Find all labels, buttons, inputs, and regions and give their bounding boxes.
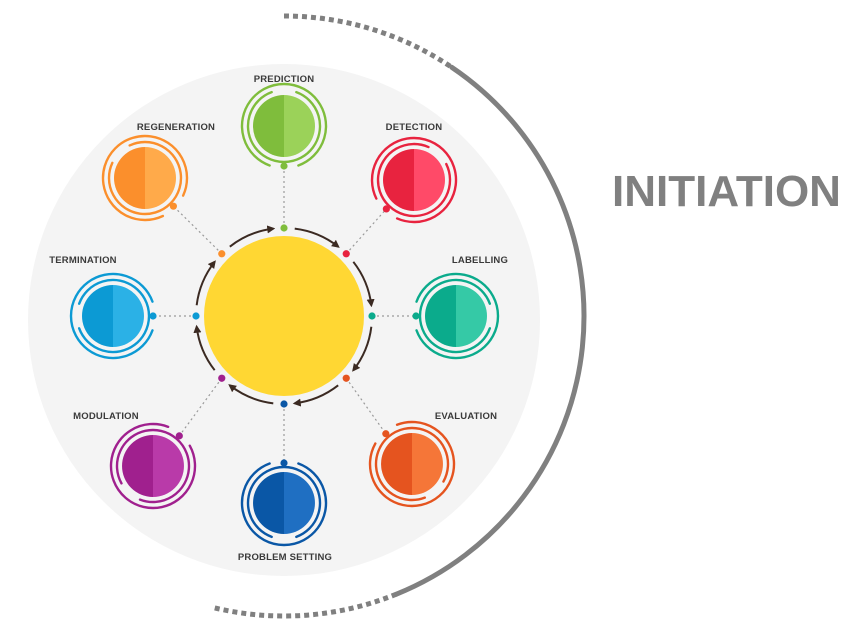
node-ring-outer (240, 82, 328, 167)
node-disc-left (122, 435, 153, 497)
node-ring-inner (107, 140, 183, 216)
node-ring-outer (240, 462, 328, 547)
node-disc-left (253, 95, 284, 157)
connector-detection (345, 208, 387, 255)
node-disc-right (456, 285, 487, 347)
node-disc-right (113, 285, 144, 347)
arc-dotted-bottom (210, 591, 398, 619)
node-ring-inner (374, 426, 450, 502)
node-ring-outer (109, 422, 197, 510)
anchor-dot-labelling (368, 312, 376, 320)
label-prediction: PREDICTION (254, 74, 315, 85)
label-problem-setting: PROBLEM SETTING (238, 552, 332, 563)
node-ring-inner (115, 428, 191, 504)
anchor-dot-modulation (218, 374, 226, 382)
node-ring-inner (246, 90, 322, 164)
connectors (149, 162, 420, 467)
cycle-arrow (193, 324, 216, 371)
node-dot-termination (149, 312, 157, 320)
node-ring-inner (246, 465, 322, 539)
cycle-arrow (195, 260, 216, 306)
node-ring-outer (370, 136, 458, 224)
arc-dotted-top (283, 13, 454, 70)
label-detection: DETECTION (386, 122, 443, 133)
cycle-arrow (228, 384, 274, 405)
node-prediction (240, 82, 328, 167)
node-ring-outer (368, 420, 456, 508)
node-disc-right (414, 149, 445, 211)
anchor-dot-prediction (280, 224, 288, 232)
node-ring-outer (101, 134, 189, 222)
label-labelling: LABELLING (452, 255, 508, 266)
stage-nodes: PREDICTION DETECTION LABELLING EVALUATION PR… (49, 74, 508, 563)
node-disc-right (412, 433, 443, 495)
node-disc-left (381, 433, 412, 495)
connector-regeneration (172, 205, 223, 255)
node-labelling (415, 272, 500, 360)
anchor-dot-problem-setting (280, 400, 288, 408)
node-disc-left (82, 285, 113, 347)
cycle-arrow (294, 227, 340, 248)
label-evaluation: EVALUATION (435, 411, 497, 422)
arc-solid (393, 64, 587, 597)
node-regeneration (101, 134, 189, 222)
node-dot-regeneration (169, 202, 177, 210)
node-disc-left (425, 285, 456, 347)
cycle-arrow (229, 225, 276, 248)
node-disc-right (284, 95, 315, 157)
cycle-arrows (193, 225, 375, 407)
node-ring-inner (418, 278, 492, 354)
node-disc-right (153, 435, 184, 497)
node-evaluation (368, 420, 456, 508)
node-dot-labelling (412, 312, 420, 320)
node-disc-left (383, 149, 414, 211)
center-circle (204, 236, 364, 396)
anchor-dot-termination (192, 312, 200, 320)
anchor-dot-detection (342, 250, 350, 258)
node-dot-evaluation (382, 430, 390, 438)
cycle-arrow (352, 326, 373, 372)
connector-evaluation (345, 377, 387, 435)
node-ring-inner (77, 278, 151, 354)
node-detection (370, 136, 458, 224)
node-ring-outer (415, 272, 500, 360)
node-modulation (109, 422, 197, 510)
anchor-dot-evaluation (342, 374, 350, 382)
cycle-arrow (352, 261, 375, 308)
node-dot-detection (382, 205, 390, 213)
initiation-title: INITIATION (612, 167, 841, 216)
anchor-dot-regeneration (218, 250, 226, 258)
node-dot-problem-setting (280, 459, 288, 467)
label-modulation: MODULATION (73, 411, 139, 422)
node-ring-outer (69, 272, 154, 360)
initiation-arc (210, 13, 587, 619)
node-ring-inner (376, 142, 452, 218)
label-regeneration: REGENERATION (137, 122, 215, 133)
node-dot-prediction (280, 162, 288, 170)
connector-modulation (178, 377, 223, 437)
node-problem-setting (240, 462, 328, 547)
node-dot-modulation (175, 432, 183, 440)
node-disc-left (114, 147, 145, 209)
cycle-arrow (292, 384, 339, 407)
node-disc-right (284, 472, 315, 534)
node-disc-right (145, 147, 176, 209)
node-termination (69, 272, 154, 360)
label-termination: TERMINATION (49, 255, 116, 266)
node-disc-left (253, 472, 284, 534)
